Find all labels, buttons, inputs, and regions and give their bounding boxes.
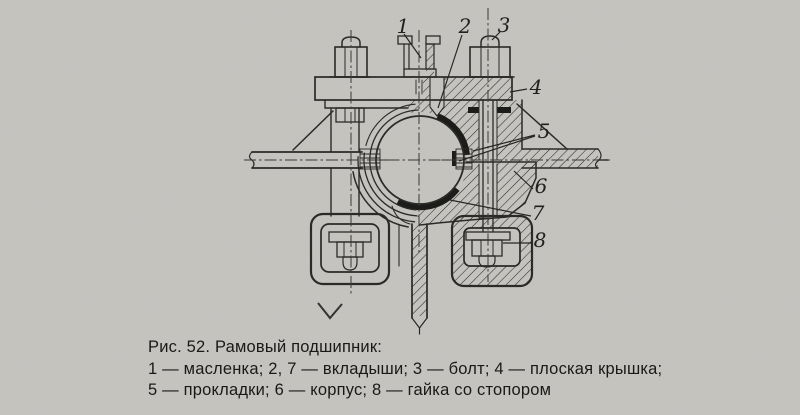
surface-finish-mark bbox=[317, 302, 343, 320]
callout-2: 2 bbox=[458, 14, 472, 38]
caption-title-line: Рис. 52. Рамовый подшипник: bbox=[148, 338, 383, 356]
figure-caption: Рис. 52. Рамовый подшипник: 1 — масленка… bbox=[148, 337, 768, 402]
callout-1: 1 bbox=[397, 14, 410, 38]
callout-6: 6 bbox=[535, 174, 548, 198]
callout-3: 3 bbox=[498, 13, 511, 37]
callout-7: 7 bbox=[532, 201, 545, 225]
callout-5: 5 bbox=[538, 119, 551, 143]
callout-8: 8 bbox=[534, 228, 547, 252]
cutouts bbox=[360, 77, 520, 266]
caption-legend-line-2: 5 — прокладки; 6 — корпус; 8 — гайка со … bbox=[148, 381, 552, 399]
callout-4: 4 bbox=[529, 75, 543, 99]
caption-legend-line-1: 1 — масленка; 2, 7 — вкладыши; 3 — болт;… bbox=[148, 359, 663, 378]
